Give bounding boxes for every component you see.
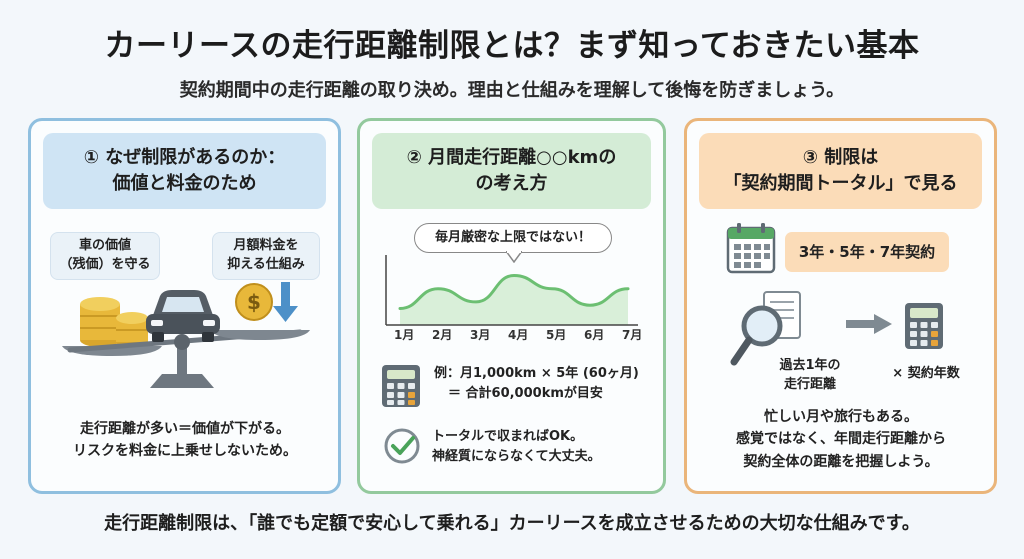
- svg-text:$: $: [247, 290, 261, 314]
- heading-line: 価値と料金のため: [112, 173, 257, 194]
- label-line: （残価）を守る: [59, 256, 151, 272]
- distance-chart: [385, 255, 638, 326]
- times-years-label: × 契約年数: [892, 366, 960, 381]
- page-subtitle: 契約期間中の走行距離の取り決め。理由と仕組みを理解して後悔を防ぎましょう。: [179, 80, 845, 101]
- footer-summary: 走行距離制限は、「誰でも定額で安心して乗れる」カーリースを成立させるための大切な…: [104, 513, 920, 534]
- panel3-caption: 忙しい月や旅行もある。 感覚ではなく、年間走行距離から 契約全体の距離を把握しよ…: [700, 406, 982, 473]
- chart-note-bubble: 毎月厳密な上限ではない！: [414, 223, 612, 253]
- chart-area-fill: [400, 275, 628, 325]
- x-tick-label: 6月: [584, 328, 605, 342]
- heading-line: ① なぜ制限があるのか：: [83, 146, 286, 168]
- calculator-icon: [382, 365, 420, 407]
- label-line: 月額料金を: [233, 238, 299, 253]
- x-tick-label: 3月: [470, 328, 491, 342]
- caption-line: 忙しい月や旅行もある。: [764, 409, 918, 425]
- balance-scale-icon: $: [62, 282, 310, 388]
- x-tick-label: 1月: [394, 328, 415, 342]
- car-icon: [146, 290, 220, 342]
- x-tick-label: 2月: [432, 328, 453, 342]
- heading-line: の考え方: [475, 173, 548, 194]
- coins-icon: [80, 297, 148, 348]
- label-line: 抑える仕組み: [227, 256, 305, 272]
- panel-contract-total: ③ 制限は 「契約期間トータル」で見る: [684, 118, 997, 494]
- bubble-tail: [506, 251, 522, 263]
- page-title: カーリースの走行距離制限とは？まず知っておきたい基本: [104, 28, 920, 64]
- x-tick-label: 4月: [508, 328, 529, 342]
- example-line: 例：月1,000km × 5年 (60ヶ月): [434, 366, 639, 381]
- calculator-icon: [905, 303, 943, 349]
- contract-years-badge: 3年・5年・7年契約: [785, 232, 949, 272]
- panel-heading: ② 月間走行距離○○kmの の考え方: [372, 133, 651, 209]
- past-year-label: 過去1年の 走行距離: [770, 357, 850, 395]
- label-line: 車の価値: [78, 238, 131, 253]
- check-text: トータルで収まればOK。 神経質にならなくて大丈夫。: [432, 427, 658, 467]
- example-text: 例：月1,000km × 5年 (60ヶ月) ＝ 合計60,000kmが目安: [434, 364, 660, 404]
- label-protect-value: 車の価値 （残価）を守る: [50, 232, 160, 280]
- down-arrow-icon: [273, 282, 298, 322]
- caption-line: 走行距離が多い＝価値が下がる。: [80, 421, 290, 437]
- x-tick-label: 7月: [622, 328, 643, 342]
- panel-heading: ③ 制限は 「契約期間トータル」で見る: [699, 133, 982, 209]
- check-line: トータルで収まればOK。: [432, 429, 584, 444]
- heading-line: ② 月間走行距離○○kmの: [406, 146, 617, 168]
- check-line: 神経質にならなくて大丈夫。: [432, 449, 601, 465]
- label-line: 走行距離: [783, 376, 836, 392]
- heading-line: 「契約期間トータル」で見る: [723, 173, 958, 194]
- calendar-icon: [726, 223, 776, 274]
- panel1-caption: 走行距離が多い＝価値が下がる。 リスクを料金に上乗せしないため。: [40, 418, 330, 463]
- caption-line: リスクを料金に上乗せしないため。: [73, 443, 297, 460]
- caption-line: 契約全体の距離を把握しよう。: [743, 453, 939, 470]
- chart-series-line: [398, 273, 630, 310]
- label-reduce-fee: 月額料金を 抑える仕組み: [212, 232, 320, 280]
- yen-coin-icon: $: [235, 283, 273, 321]
- x-tick-label: 5月: [546, 328, 567, 342]
- caption-line: 感覚ではなく、年間走行距離から: [736, 431, 946, 448]
- magnifier-icon: [730, 291, 801, 366]
- checkmark-icon: [384, 428, 420, 464]
- right-arrow-icon: [846, 314, 892, 334]
- panel-heading: ① なぜ制限があるのか： 価値と料金のため: [43, 133, 326, 209]
- example-line: ＝ 合計60,000kmが目安: [448, 386, 603, 402]
- label-line: 過去1年の: [779, 358, 841, 373]
- heading-line: ③ 制限は: [802, 146, 879, 168]
